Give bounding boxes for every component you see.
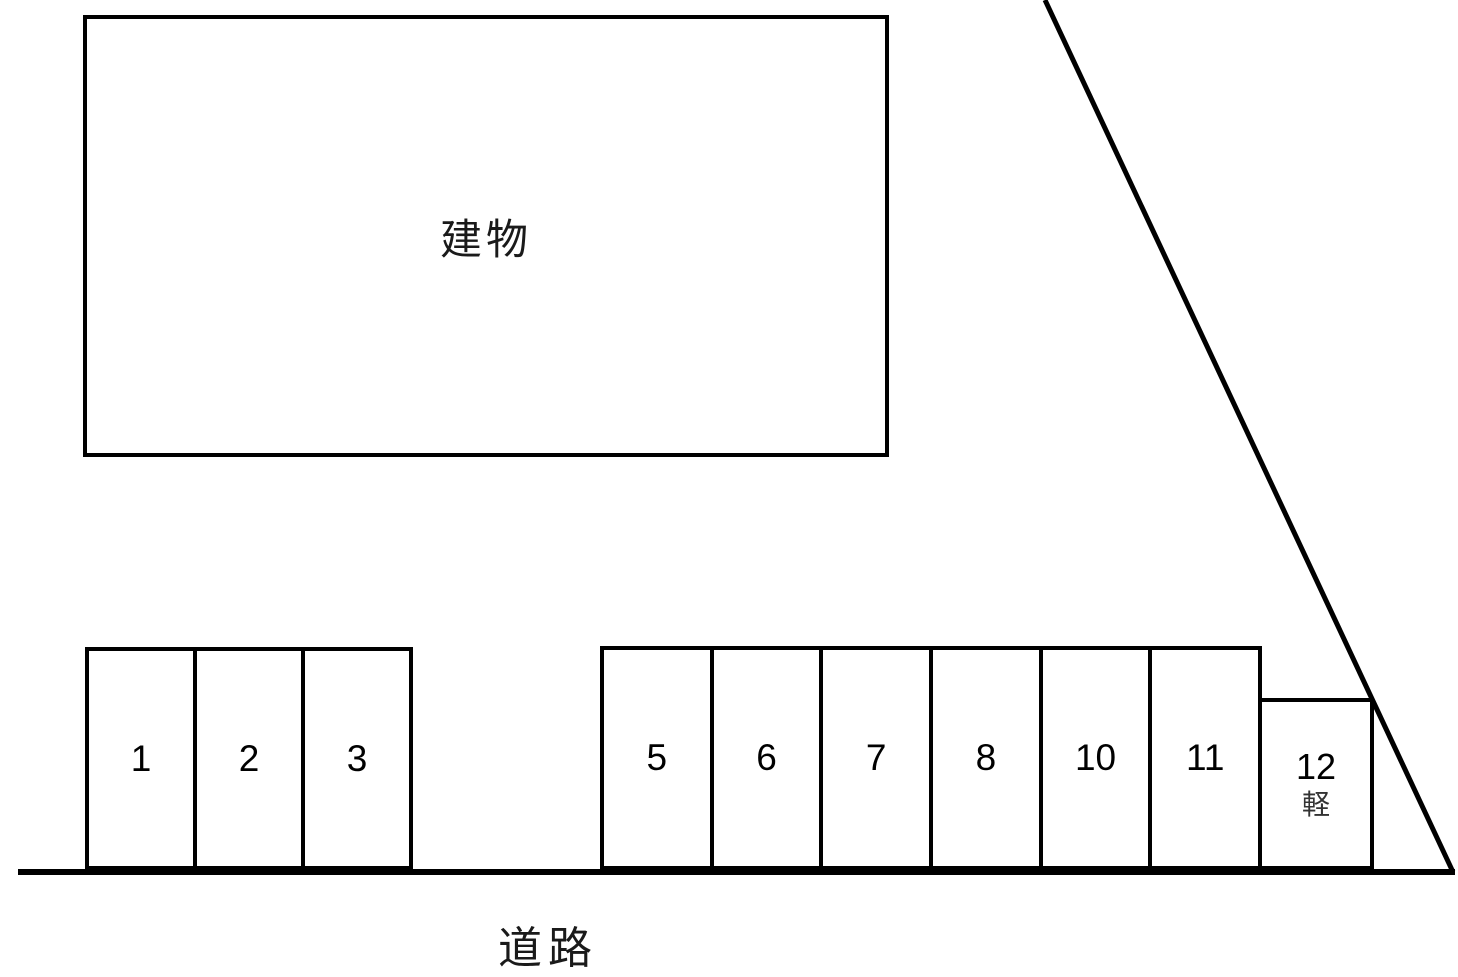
parking-group-right: 5 6 7 8 10 11 (600, 646, 1262, 870)
parking-space-6: 6 (709, 650, 820, 866)
parking-space-12: 12 軽 (1258, 698, 1374, 870)
parking-space-number: 12 (1295, 746, 1337, 787)
building-outline: 建物 (83, 15, 889, 457)
parking-space-1: 1 (89, 651, 193, 866)
parking-space-10: 10 (1038, 650, 1149, 866)
parking-space-number: 8 (975, 737, 997, 778)
parking-space-number: 2 (238, 737, 260, 779)
parking-space-7: 7 (819, 650, 929, 866)
parking-space-number: 11 (1185, 737, 1225, 778)
parking-space-3: 3 (301, 651, 409, 866)
parking-space-number: 3 (346, 737, 368, 779)
parking-space-number: 1 (130, 737, 152, 779)
kei-vehicle-label: 軽 (1301, 789, 1330, 820)
parking-space-number: 10 (1074, 737, 1117, 778)
parking-space-number: 5 (646, 737, 668, 778)
parking-group-left: 1 2 3 (85, 647, 413, 870)
road-label: 道路 (498, 924, 598, 973)
parking-space-8: 8 (929, 650, 1039, 866)
parking-space-5: 5 (604, 650, 710, 866)
parking-space-number: 6 (756, 737, 777, 778)
building-label: 建物 (439, 215, 532, 263)
parking-space-number: 7 (865, 737, 887, 778)
parking-space-11: 11 (1148, 650, 1258, 866)
road-line (18, 869, 1455, 875)
parking-space-2: 2 (193, 651, 301, 866)
